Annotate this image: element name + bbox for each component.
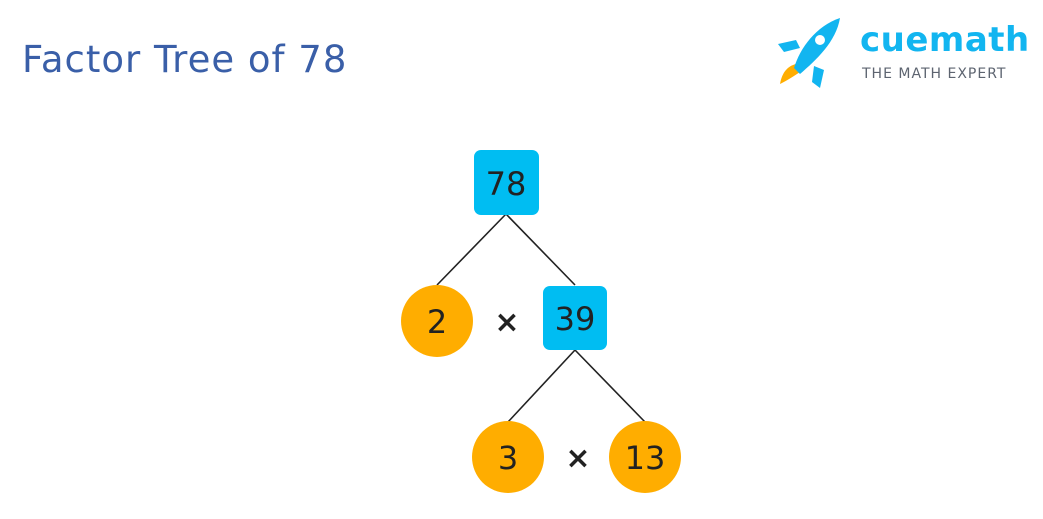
node-39: 39	[543, 286, 607, 350]
branch-39-13	[574, 349, 646, 423]
node-78-label: 78	[486, 165, 527, 203]
node-3-label: 3	[498, 439, 518, 477]
logo-tagline: THE MATH EXPERT	[862, 66, 1007, 82]
prime-circle	[401, 285, 473, 357]
composite-box	[474, 150, 539, 215]
branch-78-39	[505, 213, 576, 286]
node-2-label: 2	[427, 303, 447, 341]
logo-wordmark: cuemath	[860, 20, 1030, 60]
node-39-label: 39	[555, 300, 596, 338]
node-3: 3	[472, 421, 544, 493]
page-title: Factor Tree of 78	[22, 38, 348, 81]
rocket-icon	[778, 18, 840, 88]
prime-circle	[472, 421, 544, 493]
prime-circle	[609, 421, 681, 493]
multiply-sign-1: ×	[494, 305, 519, 340]
node-13-label: 13	[625, 439, 666, 477]
composite-box	[543, 286, 607, 350]
branch-78-2	[436, 213, 507, 286]
node-13: 13	[609, 421, 681, 493]
branch-39-3	[507, 349, 576, 423]
node-78: 78	[474, 150, 539, 215]
multiply-sign-2: ×	[565, 441, 590, 476]
node-2: 2	[401, 285, 473, 357]
cuemath-logo: cuemath THE MATH EXPERT	[770, 14, 1030, 94]
